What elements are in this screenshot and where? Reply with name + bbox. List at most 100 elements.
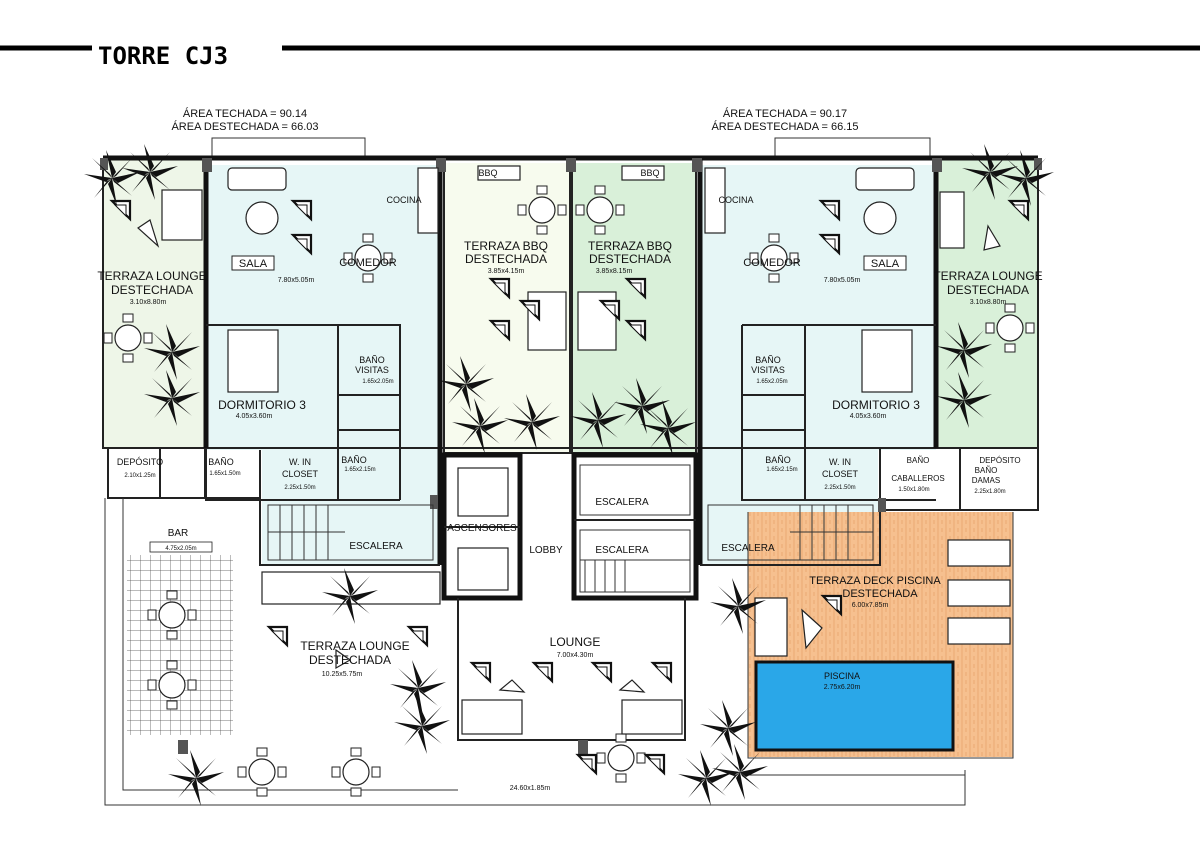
- sofa-right: [855, 167, 915, 191]
- lounger-left: [161, 189, 203, 241]
- svg-text:DESTECHADA: DESTECHADA: [465, 252, 547, 266]
- area-bracket-right: [774, 137, 931, 158]
- deck-sofa: [754, 597, 788, 657]
- svg-text:CLOSET: CLOSET: [822, 469, 859, 479]
- svg-text:3.85x4.15m: 3.85x4.15m: [488, 268, 525, 275]
- zone-apartment-left: [206, 165, 442, 450]
- label-walkin-right: W. IN: [829, 457, 851, 467]
- zone-apartment-right: [700, 165, 936, 450]
- label-cocina-right: COCINA: [718, 195, 753, 205]
- wall-banos-left: [337, 325, 400, 500]
- deck-lounger-1: [947, 539, 1011, 567]
- svg-text:3.10x8.80m: 3.10x8.80m: [970, 299, 1007, 306]
- label-comedor-left: COMEDOR: [339, 257, 397, 269]
- label-bano-visitas-right: BAÑO: [755, 355, 781, 365]
- deck-lounger-3: [947, 617, 1011, 645]
- elevator-1: [457, 467, 509, 517]
- stairs-left: [267, 504, 434, 561]
- svg-text:10.25x5.75m: 10.25x5.75m: [322, 671, 363, 678]
- wall-lower-perimeter: [104, 498, 966, 806]
- label-bano-caballeros: BAÑO: [907, 456, 930, 465]
- svg-text:3.10x8.80m: 3.10x8.80m: [130, 299, 167, 306]
- wall-deposito-left: [107, 448, 260, 499]
- kitchen-counter-left: [417, 167, 439, 234]
- label-sala-right: SALA: [871, 258, 900, 270]
- label-escalera-left: ESCALERA: [349, 541, 403, 552]
- label-piscina: PISCINA: [824, 671, 860, 681]
- lounge-sofa-right: [621, 699, 683, 735]
- svg-text:6.00x7.85m: 6.00x7.85m: [852, 602, 889, 609]
- label-cocina-left: COCINA: [386, 195, 421, 205]
- label-dormitorio-left: DORMITORIO 3: [218, 398, 306, 412]
- coffee-table-left: [245, 201, 279, 235]
- area-destechada-left: ÁREA DESTECHADA = 66.03: [171, 120, 318, 133]
- page-title: TORRE CJ3: [98, 42, 228, 70]
- svg-text:DESTECHADA: DESTECHADA: [589, 252, 671, 266]
- wall-elevators: [441, 452, 523, 601]
- svg-text:DESTECHADA: DESTECHADA: [947, 283, 1029, 297]
- area-bracket-left: [211, 137, 366, 158]
- label-deposito-right: DEPÓSITO: [979, 456, 1020, 465]
- area-techada-right: ÁREA TECHADA = 90.17: [723, 107, 847, 120]
- area-destechada-right: ÁREA DESTECHADA = 66.15: [711, 120, 858, 133]
- wall-right-apt: [697, 160, 939, 565]
- svg-text:1.65x2.05m: 1.65x2.05m: [362, 379, 393, 385]
- deck-lounger-2: [947, 579, 1011, 607]
- svg-text:1.65x1.50m: 1.65x1.50m: [209, 471, 240, 477]
- table-bottom-3: [596, 733, 646, 783]
- svg-text:DESTECHADA: DESTECHADA: [111, 283, 193, 297]
- svg-text:1.65x2.05m: 1.65x2.05m: [756, 379, 787, 385]
- label-terraza-lounge-bottom: TERRAZA LOUNGE: [300, 639, 409, 653]
- label-escalera-right: ESCALERA: [721, 543, 775, 554]
- label-bano2-right: BAÑO: [765, 455, 791, 465]
- bed-right: [861, 329, 913, 393]
- svg-text:2.10x1.25m: 2.10x1.25m: [124, 473, 155, 479]
- coffee-table-right: [863, 201, 897, 235]
- elevator-2: [457, 547, 509, 591]
- svg-text:4.05x3.60m: 4.05x3.60m: [850, 413, 887, 420]
- wall-core-stairs: [571, 452, 699, 601]
- kitchen-counter-right: [704, 167, 726, 234]
- label-bbq-tag-right: BBQ: [640, 168, 659, 178]
- table-bottom-1: [237, 747, 287, 797]
- bar-pergola: [127, 555, 233, 735]
- wall-escalera-left: [259, 450, 440, 566]
- svg-text:7.00x4.30m: 7.00x4.30m: [557, 652, 594, 659]
- svg-text:1.65x2.15m: 1.65x2.15m: [766, 467, 797, 473]
- label-comedor-right: COMEDOR: [743, 257, 801, 269]
- svg-text:1.50x1.80m: 1.50x1.80m: [898, 487, 929, 493]
- label-bottom-strip: 24.60x1.85m: [510, 785, 551, 792]
- svg-text:DAMAS: DAMAS: [972, 476, 1000, 485]
- label-terraza-lounge-right: TERRAZA LOUNGE: [933, 269, 1042, 283]
- svg-text:7.80x5.05m: 7.80x5.05m: [824, 277, 861, 284]
- label-dormitorio-right: DORMITORIO 3: [832, 398, 920, 412]
- label-deposito-left: DEPÓSITO: [117, 457, 163, 467]
- svg-text:1.65x2.15m: 1.65x2.15m: [344, 467, 375, 473]
- label-escalera-core-2: ESCALERA: [595, 545, 649, 556]
- svg-text:2.25x1.80m: 2.25x1.80m: [974, 489, 1005, 495]
- label-lobby: LOBBY: [529, 545, 563, 556]
- svg-text:2.25x1.50m: 2.25x1.50m: [824, 485, 855, 491]
- label-bano-damas: BAÑO: [975, 466, 998, 475]
- wall-lounge: [457, 598, 686, 741]
- sofa-left: [227, 167, 287, 191]
- bed-left: [227, 329, 279, 393]
- pool: [754, 660, 955, 752]
- label-lounge: LOUNGE: [550, 635, 601, 649]
- label-walkin-left: W. IN: [289, 457, 311, 467]
- area-techada-left: ÁREA TECHADA = 90.14: [183, 107, 307, 120]
- svg-text:VISITAS: VISITAS: [355, 365, 389, 375]
- stairs-right: [707, 504, 874, 561]
- label-bbq-tag-left: BBQ: [478, 168, 497, 178]
- label-bbq-left: TERRAZA BBQ: [464, 239, 548, 253]
- stairs-core: [579, 464, 691, 593]
- label-deck: TERRAZA DECK PISCINA: [809, 575, 941, 587]
- svg-text:7.80x5.05m: 7.80x5.05m: [278, 277, 315, 284]
- svg-text:CLOSET: CLOSET: [282, 469, 319, 479]
- table-bottom-2: [331, 747, 381, 797]
- lounger-right: [939, 191, 965, 249]
- label-sala-left: SALA: [239, 258, 268, 270]
- svg-text:3.85x8.15m: 3.85x8.15m: [596, 268, 633, 275]
- wall-banos-right: [742, 325, 806, 500]
